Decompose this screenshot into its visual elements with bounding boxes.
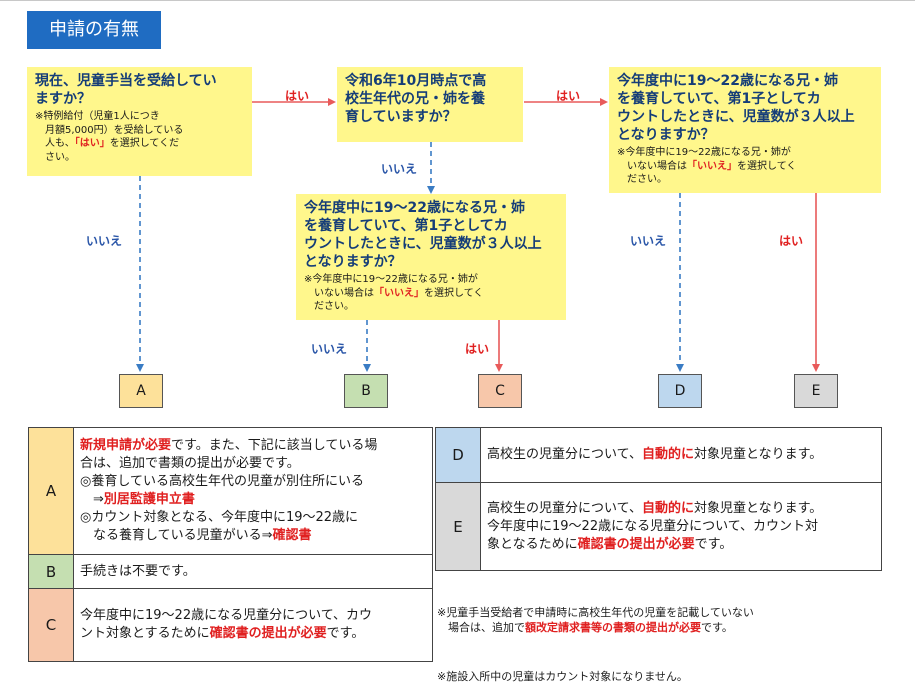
result-box-c: C xyxy=(478,374,522,408)
question-4-text: 今年度中に19～22歳になる兄・姉 を養育していて、第1子としてカ ウントしたと… xyxy=(617,73,855,143)
footnotes: ※児童手当受給者で申請時に高校生年代の児童を記載していない 場合は、追加で額改定… xyxy=(437,575,754,699)
question-1-text: 現在、児童手当を受給してい ますか？ xyxy=(35,73,217,107)
table-row-c: C 今年度中に19～22歳になる児童分について、カウ ント対象とするために確認書… xyxy=(28,588,433,662)
question-2-text: 令和6年10月時点で高 校生年代の兄・姉を養 育していますか？ xyxy=(345,73,487,125)
question-1-box: 現在、児童手当を受給してい ますか？ ※特例給付（児童1人につき 月額5,000… xyxy=(27,67,252,176)
result-box-b: B xyxy=(344,374,388,408)
footnote-2: ※施設入所中の児童はカウント対象になりません。 xyxy=(437,670,688,683)
label-q3-no: いいえ xyxy=(311,342,348,356)
table-letter-c: C xyxy=(28,588,74,662)
flow-arrows xyxy=(136,98,820,372)
table-text-d: 高校生の児童分について、自動的に対象児童となります。 xyxy=(480,427,882,483)
table-text-a: 新規申請が必要です。また、下記に該当している場 合は、追加で書類の提出が必要です… xyxy=(73,427,433,555)
top-divider xyxy=(0,0,915,1)
label-q2-no: いいえ xyxy=(381,162,418,176)
table-row-a: A 新規申請が必要です。また、下記に該当している場 合は、追加で書類の提出が必要… xyxy=(28,427,433,555)
section-title: 申請の有無 xyxy=(27,11,161,49)
table-letter-a: A xyxy=(28,427,74,555)
result-table-left: A 新規申請が必要です。また、下記に該当している場 合は、追加で書類の提出が必要… xyxy=(28,427,433,662)
question-3-text: 今年度中に19～22歳になる兄・姉 を養育していて、第1子としてカ ウントしたと… xyxy=(304,200,542,270)
result-box-e: E xyxy=(794,374,838,408)
question-4-box: 今年度中に19～22歳になる兄・姉 を養育していて、第1子としてカ ウントしたと… xyxy=(609,67,881,193)
question-1-note: ※特例給付（児童1人につき 月額5,000円）を受給している 人も、「はい」を選… xyxy=(35,111,184,163)
table-row-e: E 高校生の児童分について、自動的に対象児童となります。 今年度中に19～22歳… xyxy=(435,482,882,571)
table-text-e: 高校生の児童分について、自動的に対象児童となります。 今年度中に19～22歳にな… xyxy=(480,482,882,571)
label-q1-no: いいえ xyxy=(86,234,123,248)
question-3-box: 今年度中に19～22歳になる兄・姉 を養育していて、第1子としてカ ウントしたと… xyxy=(296,194,566,320)
footnote-1: ※児童手当受給者で申請時に高校生年代の児童を記載していない 場合は、追加で額改定… xyxy=(437,606,754,634)
question-2-box: 令和6年10月時点で高 校生年代の兄・姉を養 育していますか？ xyxy=(337,67,523,142)
table-letter-d: D xyxy=(435,427,481,483)
table-text-c: 今年度中に19～22歳になる児童分について、カウ ント対象とするために確認書の提… xyxy=(73,588,433,662)
question-4-note: ※今年度中に19～22歳になる兄・姉が いない場合は「いいえ」を選択してく ださ… xyxy=(617,147,797,185)
label-q2-yes: はい xyxy=(556,89,581,103)
label-q4-no: いいえ xyxy=(630,234,667,248)
label-q4-yes: はい xyxy=(779,234,804,248)
label-q1-yes: はい xyxy=(285,89,310,103)
table-row-d: D 高校生の児童分について、自動的に対象児童となります。 xyxy=(435,427,882,483)
result-box-a: A xyxy=(119,374,163,408)
table-row-b: B 手続きは不要です。 xyxy=(28,554,433,589)
table-letter-e: E xyxy=(435,482,481,571)
result-table-right: D 高校生の児童分について、自動的に対象児童となります。 E 高校生の児童分につ… xyxy=(435,427,882,571)
result-box-d: D xyxy=(658,374,702,408)
label-q3-yes: はい xyxy=(465,342,490,356)
question-3-note: ※今年度中に19～22歳になる兄・姉が いない場合は「いいえ」を選択してく ださ… xyxy=(304,274,484,312)
table-text-b: 手続きは不要です。 xyxy=(73,554,433,589)
table-letter-b: B xyxy=(28,554,74,589)
